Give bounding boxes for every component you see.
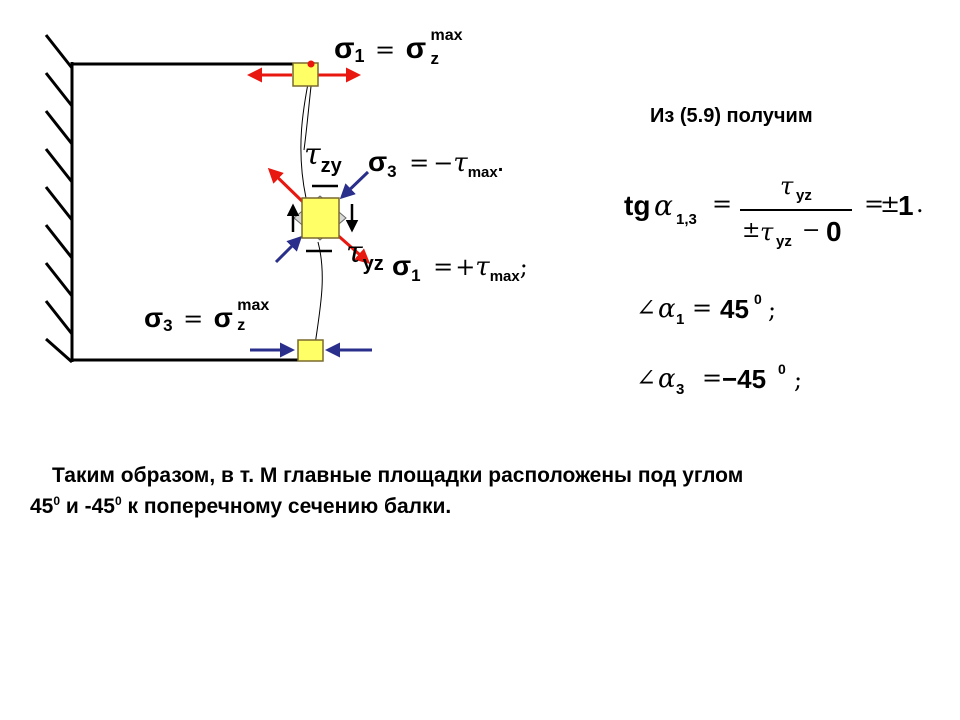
conclusion-line-1: Таким образом, в т. М главные площадки р…	[52, 464, 744, 487]
fraction-bar	[740, 209, 852, 211]
formula-sigma1-mid: σ1 =+τmax;	[392, 250, 528, 285]
beam-outline	[72, 62, 306, 362]
top-stress-element	[247, 60, 361, 87]
formula-angle-alpha1: ∠ α 1 = 45 0 ;	[636, 291, 777, 328]
formula-tan-alpha: tg α 1,3 = τ yz ± τ yz − 0 = ± 1 .	[624, 172, 924, 250]
conclusion-line-2: 450 и -450 к поперечному сечению балки.	[30, 494, 452, 518]
label-tau-zy: τzy	[304, 137, 342, 177]
heading-from-eq: Из (5.9) получим	[650, 105, 813, 127]
formula-angle-alpha3: ∠ α 3 = −45 0 ;	[636, 361, 803, 398]
label-tau-yz: τyz	[346, 235, 384, 275]
formula-sigma1-top: σ1 = σ max z	[334, 27, 463, 68]
middle-stress-element	[267, 167, 371, 264]
formula-sigma3-mid: σ3 =−τmax.	[368, 146, 504, 181]
bottom-stress-element	[250, 339, 372, 362]
formula-sigma3-bottom: σ3 = σ max z	[144, 297, 270, 335]
wall-support	[44, 34, 74, 364]
